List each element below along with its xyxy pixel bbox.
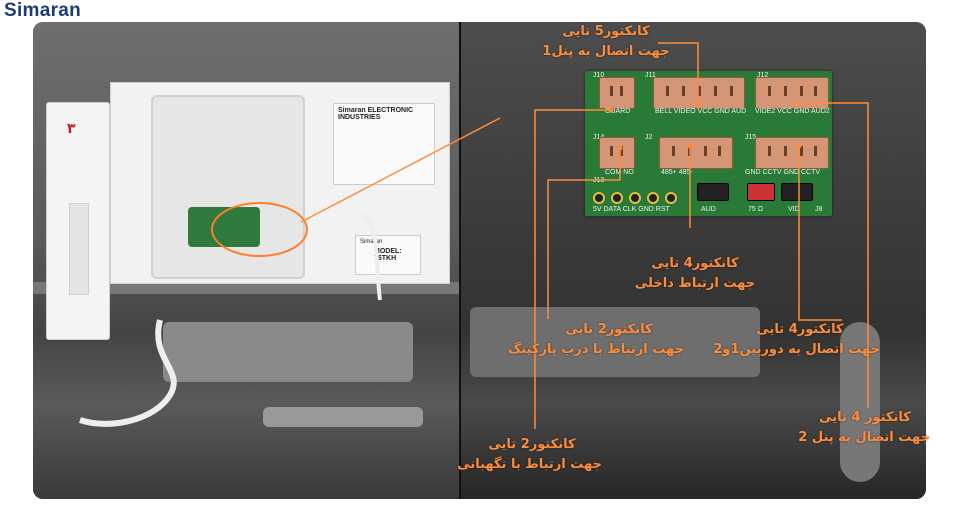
coffee-table (263, 407, 423, 427)
callout-panel2-title: کانکتور 4 تایی (819, 410, 911, 425)
sofa-left (163, 322, 413, 382)
silk-bottom: 5V DATA CLK GND RST (593, 206, 670, 213)
callout-guard-desc: جهت ارتباط با نگهبانی (457, 457, 602, 472)
sticker-model: MODEL: 76TKH (374, 248, 402, 262)
silk-j8: J8 (815, 206, 823, 213)
leader-guard (534, 109, 611, 429)
wall-shelf (33, 282, 460, 294)
silk-j15: J15 (745, 134, 757, 141)
silk-vid: VID (788, 206, 800, 213)
handset-slot (69, 203, 89, 295)
intercom-handset: ٣ (46, 102, 110, 340)
brand-logo: Simaran (4, 0, 82, 21)
callout-parking-desc: جهت ارتباط با درب پارکینگ (507, 342, 684, 357)
callout-cameras: کانکتور4 تایی جهت اتصال به دوربین1و2 (713, 320, 880, 360)
leader-cameras (798, 146, 842, 321)
silk-j12: J12 (757, 72, 769, 79)
silk-j2: J2 (645, 134, 653, 141)
connector-internal (659, 137, 733, 169)
callout-panel2: کانکتور 4 تایی جهت اتصال به پنل 2 (798, 408, 930, 448)
leader-parking (547, 148, 621, 319)
connector-panel2 (755, 77, 829, 109)
connector-highlight-ellipse (211, 202, 308, 257)
sticker-brand: Simaran (360, 239, 383, 245)
model-sticker: Simaran MODEL: 76TKH (355, 235, 421, 275)
jumper-75ohm (747, 183, 775, 201)
leader-panel2 (796, 102, 869, 408)
silk-aud: AUD (701, 206, 716, 213)
jumper-vid (781, 183, 813, 201)
zoom-leader-line (300, 117, 501, 223)
jumper-aud (697, 183, 729, 201)
callout-cameras-title: کانکتور4 تایی (756, 322, 844, 337)
handset-number: ٣ (67, 121, 76, 137)
vase (840, 322, 880, 482)
connector-guard (599, 77, 635, 109)
callout-panel1-title: کانکتور5 تایی (562, 24, 650, 39)
silk-guard: GUARD (605, 108, 631, 115)
silk-j11: J11 (645, 72, 656, 79)
callout-cameras-desc: جهت اتصال به دوربین1و2 (713, 342, 880, 357)
connector-parking-door (599, 137, 635, 169)
connector-cameras (755, 137, 829, 169)
room-background-right (460, 22, 926, 499)
leader-panel1 (658, 42, 699, 104)
spec-label-brand: Simaran ELECTRONIC INDUSTRIES (338, 107, 414, 121)
silk-internal: 485+ 485- (661, 169, 693, 176)
silk-panel1: BELL VIDEO VCC GND AUD (655, 108, 747, 115)
callout-internal-desc: جهت ارتباط داخلی (634, 276, 756, 291)
bottom-pads (593, 189, 683, 204)
silk-j14: J14 (593, 134, 604, 141)
callout-panel2-desc: جهت اتصال به پنل 2 (798, 430, 930, 445)
callout-internal-title: کانکتور4 تایی (651, 256, 739, 271)
silk-cameras: GND CCTV GND CCTV (745, 169, 821, 176)
callout-parking: کانکتور2 تایی جهت ارتباط با درب پارکینگ (507, 320, 684, 360)
photo-divider (459, 22, 461, 499)
spec-label: Simaran ELECTRONIC INDUSTRIES (333, 103, 435, 185)
pcb-closeup: J10 J11 J12 GUARD BELL VIDEO VCC GND AUD… (585, 71, 832, 216)
silk-j10: J10 (593, 72, 605, 79)
callout-internal: کانکتور4 تایی جهت ارتباط داخلی (630, 254, 760, 294)
callout-panel1-desc: جهت اتصال به پنل1 (542, 44, 670, 59)
silk-75ohm: 75 Ω (748, 206, 763, 213)
callout-panel1: کانکتور5 تایی جهت اتصال به پنل1 (536, 22, 676, 62)
silk-panel2: VIDE2 VCC GND AUD2 (755, 108, 830, 115)
callout-guard: کانکتور2 تایی جهت ارتباط با نگهبانی (457, 435, 602, 475)
callout-guard-title: کانکتور2 تایی (488, 437, 576, 452)
callout-parking-title: کانکتور2 تایی (565, 322, 653, 337)
sofa-right (470, 307, 760, 377)
